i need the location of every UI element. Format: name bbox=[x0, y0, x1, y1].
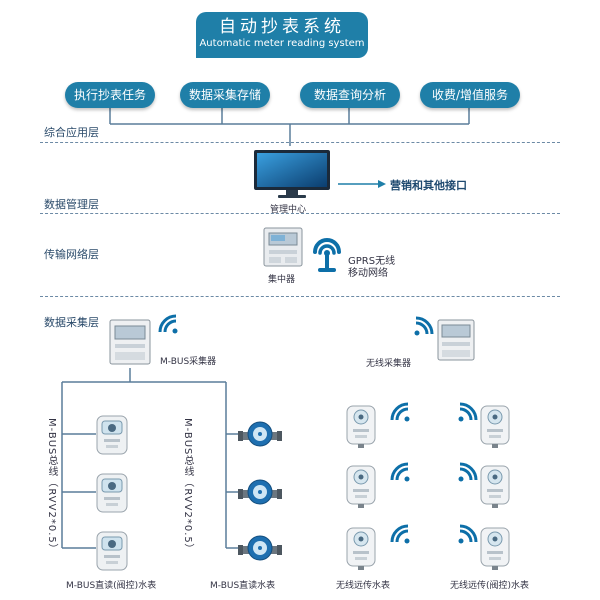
gprs-label-1: GPRS无线 bbox=[348, 256, 396, 267]
layer-label-collection: 数据采集层 bbox=[44, 316, 99, 329]
mbus-direct-meter-icon bbox=[238, 421, 282, 447]
separator-3 bbox=[40, 296, 560, 297]
interface-label: 营销和其他接口 bbox=[390, 179, 467, 192]
service-pill-2: 数据采集存储 bbox=[180, 82, 270, 108]
service-pill-1: 执行抄表任务 bbox=[65, 82, 155, 108]
monitor-icon bbox=[254, 150, 330, 198]
wireless-valve-meter-wifi-icon bbox=[458, 402, 478, 422]
concentrator-icon bbox=[263, 227, 303, 267]
mbus-valve-meter-icon bbox=[96, 473, 128, 513]
mbus-collector-icon bbox=[109, 319, 151, 365]
wireless-collector-label: 无线采集器 bbox=[366, 359, 412, 369]
layer-label-transport: 传输网络层 bbox=[44, 248, 99, 261]
mbus-direct-meter-icon bbox=[238, 479, 282, 505]
wireless-meter-wifi-icon bbox=[390, 462, 410, 482]
layer-label-management: 数据管理层 bbox=[44, 198, 99, 211]
wireless-collector-wifi-icon bbox=[414, 316, 434, 336]
wireless-valve-meter-icon bbox=[480, 465, 510, 508]
meter-group-label-3: 无线远传水表 bbox=[336, 581, 391, 591]
gprs-tower-icon bbox=[313, 238, 341, 272]
separator-1 bbox=[40, 142, 560, 143]
mbus-collector-wifi-icon bbox=[158, 314, 178, 334]
mbus-collector-label: M-BUS采集器 bbox=[160, 357, 217, 367]
wireless-valve-meter-icon bbox=[480, 405, 510, 448]
separator-2 bbox=[40, 213, 560, 214]
title-banner: 自动抄表系统 Automatic meter reading system bbox=[196, 12, 368, 58]
concentrator-label: 集中器 bbox=[268, 275, 296, 285]
management-center-label: 管理中心 bbox=[270, 205, 307, 215]
meter-group-label-4: 无线远传(阀控)水表 bbox=[450, 581, 530, 591]
title-cn: 自动抄表系统 bbox=[219, 17, 345, 37]
layer-label-application: 综合应用层 bbox=[44, 126, 99, 139]
wireless-valve-meter-wifi-icon bbox=[458, 462, 478, 482]
wireless-meter-icon bbox=[346, 465, 376, 508]
meter-group-label-1: M-BUS直读(阀控)水表 bbox=[66, 581, 157, 591]
wireless-valve-meter-wifi-icon bbox=[458, 524, 478, 544]
wireless-meter-icon bbox=[346, 405, 376, 448]
mbus-valve-meter-icon bbox=[96, 531, 128, 571]
bus-label-right: M-BUS总线（RVV2*0.5） bbox=[182, 418, 193, 555]
wireless-meter-wifi-icon bbox=[390, 402, 410, 422]
wireless-collector-icon bbox=[437, 319, 475, 361]
bus-label-left: M-BUS总线（RVV2*0.5） bbox=[46, 418, 57, 555]
meter-group-label-2: M-BUS直读水表 bbox=[210, 581, 276, 591]
mbus-direct-meter-icon bbox=[238, 535, 282, 561]
service-pill-3: 数据查询分析 bbox=[300, 82, 400, 108]
gprs-label-2: 移动网络 bbox=[348, 268, 388, 279]
wireless-valve-meter-icon bbox=[480, 527, 510, 570]
wireless-meter-icon bbox=[346, 527, 376, 570]
mbus-valve-meter-icon bbox=[96, 415, 128, 455]
title-en: Automatic meter reading system bbox=[199, 38, 365, 49]
wireless-meter-wifi-icon bbox=[390, 524, 410, 544]
service-pill-4: 收费/增值服务 bbox=[420, 82, 520, 108]
